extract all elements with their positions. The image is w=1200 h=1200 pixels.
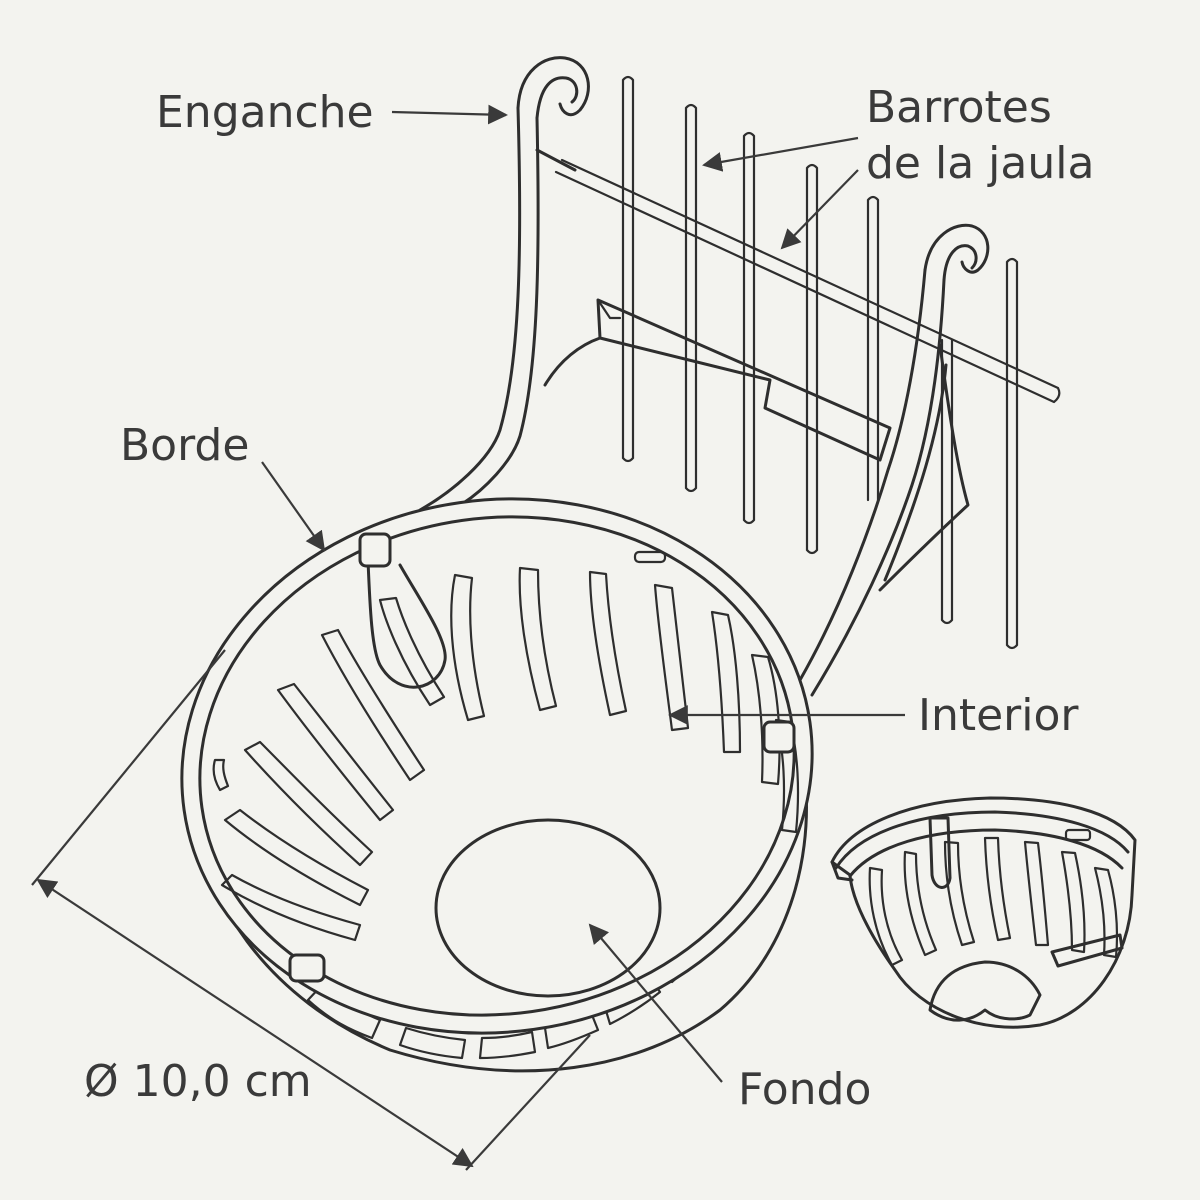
label-diameter: Ø 10,0 cm <box>84 1056 312 1107</box>
label-bars-line2: de la jaula <box>866 138 1094 189</box>
label-interior: Interior <box>918 690 1079 741</box>
leader-lines <box>261 104 905 1083</box>
label-bars-line1: Barrotes <box>866 82 1052 133</box>
label-rim: Borde <box>120 420 249 471</box>
hanger-frame <box>418 56 990 697</box>
small-bowl-view <box>830 796 1137 1029</box>
main-bowl <box>180 497 814 1073</box>
cage-bars <box>554 75 1061 650</box>
label-hook: Enganche <box>156 87 374 138</box>
diameter-dimension <box>31 649 591 1171</box>
label-bottom: Fondo <box>738 1064 871 1115</box>
